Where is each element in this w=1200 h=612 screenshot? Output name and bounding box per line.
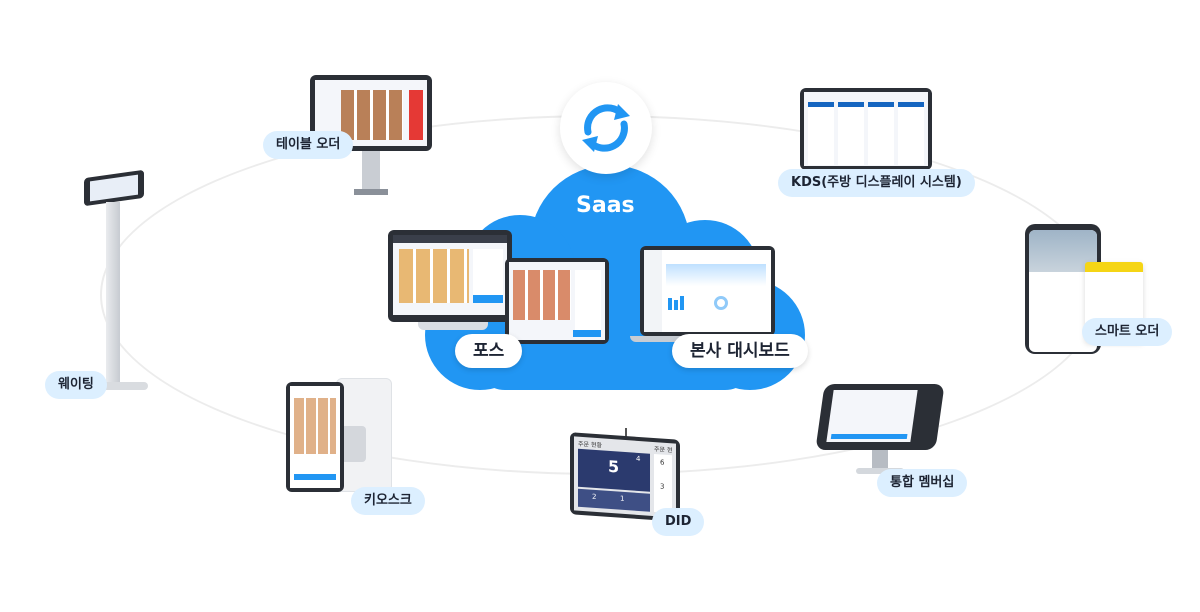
label-table-order: 테이블 오더: [263, 131, 354, 159]
label-hq-dashboard: 본사 대시보드: [672, 334, 808, 368]
pos-tablet: [505, 258, 609, 346]
did-number-3: 3: [660, 482, 665, 491]
label-waiting: 웨이팅: [45, 371, 107, 399]
label-kiosk: 키오스크: [351, 487, 425, 515]
hq-laptop: [630, 246, 785, 346]
label-pos: 포스: [455, 334, 523, 368]
did-number-2: 2: [592, 492, 597, 502]
did-title: 주문 현황: [578, 440, 602, 450]
label-kds: KDS(주방 디스플레이 시스템): [778, 169, 975, 197]
did-number-6: 6: [660, 458, 665, 467]
did-number-5: 5: [608, 456, 620, 477]
cloud-title: Saas: [576, 193, 635, 218]
did-number-1: 1: [620, 494, 625, 503]
kds-device: [800, 88, 932, 170]
pos-terminal: [388, 230, 513, 330]
kiosk-device: [286, 378, 392, 494]
label-did: DID: [652, 508, 705, 536]
did-number-4: 4: [636, 454, 641, 464]
did-display: 주문 현황 주문 현황 5 4 2 1 6 3: [570, 428, 682, 522]
sync-arrows-icon: [582, 104, 630, 152]
label-smart-order: 스마트 오더: [1082, 318, 1173, 346]
membership-device: [815, 384, 945, 484]
sync-badge: [560, 82, 652, 174]
label-membership: 통합 멤버십: [877, 469, 968, 497]
waiting-stand: [80, 169, 155, 395]
